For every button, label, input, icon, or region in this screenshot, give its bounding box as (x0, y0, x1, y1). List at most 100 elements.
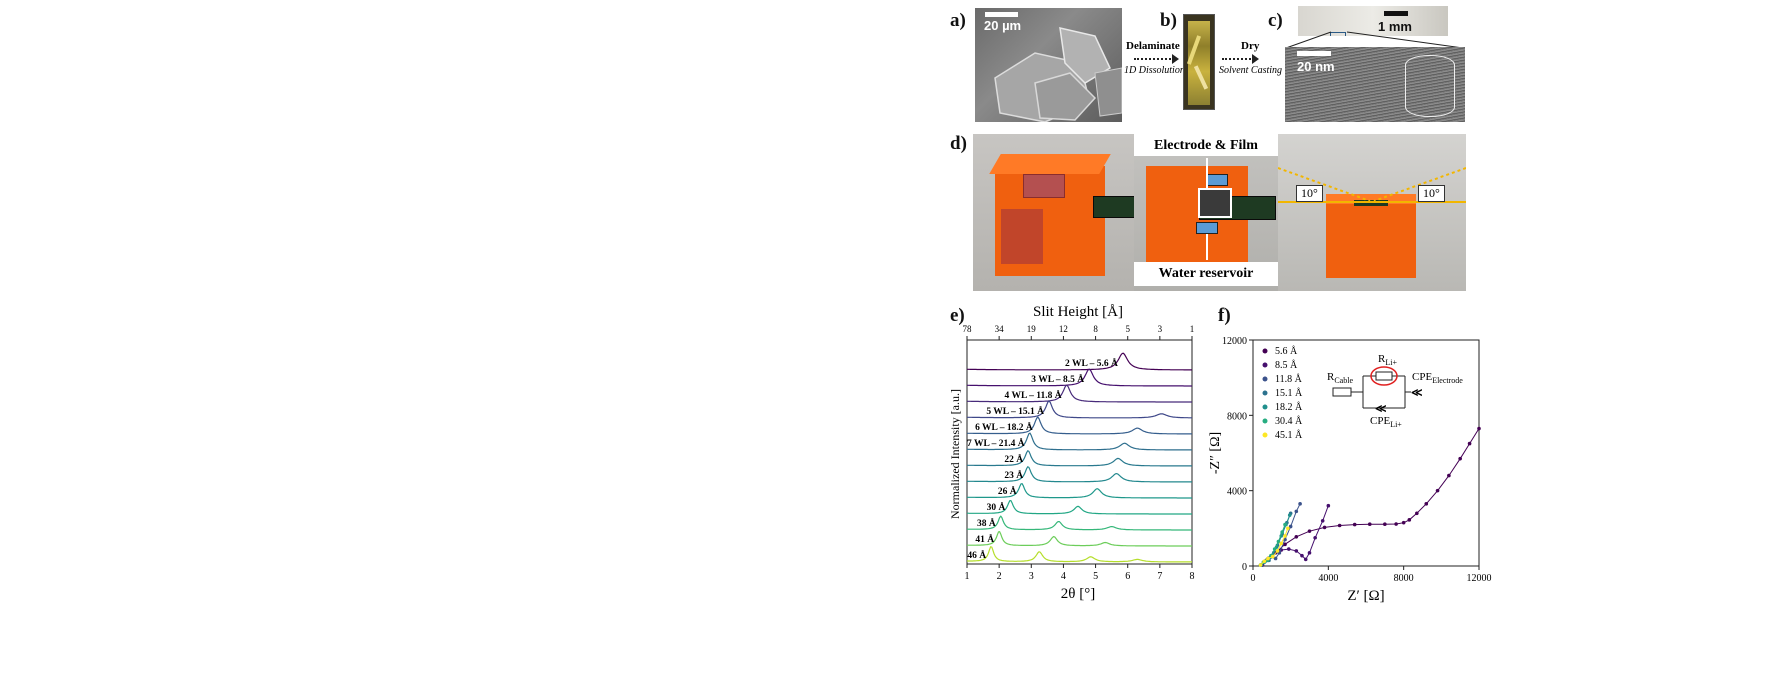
eis-point (1300, 553, 1304, 558)
eis-point (1294, 549, 1299, 553)
angle-label-left: 10° (1296, 185, 1323, 202)
xrd-curve (967, 515, 1192, 531)
panel-label-f: f) (1218, 305, 1231, 326)
eis-point (1273, 556, 1278, 561)
reservoir-bottom (1196, 222, 1218, 234)
xrd-curve (967, 466, 1192, 483)
eis-point (1294, 535, 1299, 539)
sem-image: 20 µm (975, 8, 1122, 122)
eis-legend-marker (1262, 348, 1268, 354)
vial-photo (1183, 14, 1215, 110)
xrd-series-label: 26 Å (998, 485, 1017, 497)
angle-label-right: 10° (1418, 185, 1445, 202)
sem-flakes (994, 27, 1122, 122)
eis-legend-marker (1262, 376, 1268, 382)
r-li-resistor (1375, 371, 1393, 381)
eis-series-line (1262, 428, 1480, 566)
eis-plot-frame (1252, 339, 1480, 567)
eis-point (1367, 522, 1372, 526)
xrd-series-label: 2 WL – 5.6 Å (1065, 357, 1118, 369)
xrd-top-tick-label: 78 (963, 324, 973, 334)
eis-x-tick-label: 4000 (1318, 573, 1338, 584)
dotted-arrow-left (1134, 58, 1174, 60)
xrd-curve (967, 531, 1192, 547)
equivalent-circuit: RCable RLi+ ≪ CPELi+ ≪ CPEElectrode (1327, 353, 1463, 429)
zoom-box (1330, 32, 1346, 36)
eis-legend-label: 15.1 Å (1275, 387, 1303, 399)
eis-legend: 5.6 Å8.5 Å11.8 Å15.1 Å18.2 Å30.4 Å45.1 Å (1262, 345, 1303, 441)
eis-point (1266, 556, 1270, 561)
r-cable-label: RCable (1327, 371, 1353, 385)
panel-label-a: a) (950, 10, 966, 31)
reservoir-top (1206, 174, 1228, 186)
scale-bar-label: 20 µm (984, 18, 1022, 33)
dotted-arrow-right (1222, 58, 1254, 60)
eis-point (1467, 441, 1472, 446)
eis-y-tick-label: 8000 (1227, 411, 1247, 422)
film-photo: 1 mm (1298, 6, 1448, 36)
eis-point (1322, 525, 1327, 530)
xrd-top-tick-label: 1 (1190, 324, 1195, 334)
solvent-casting-label: Solvent Casting (1219, 65, 1283, 76)
eis-point (1401, 520, 1406, 525)
eis-y-tick-label: 0 (1242, 562, 1247, 573)
eis-legend-label: 18.2 Å (1275, 401, 1303, 413)
r-li-highlight (1370, 366, 1398, 386)
xrd-series-label: 22 Å (1004, 453, 1023, 465)
eis-point (1270, 554, 1275, 559)
eis-x-axis-label: Z′ [Ω] (1347, 588, 1384, 604)
eis-legend-label: 8.5 Å (1275, 359, 1298, 371)
eis-point (1307, 551, 1312, 555)
eis-point (1258, 563, 1263, 567)
xrd-bottom-tick-label: 1 (965, 571, 970, 582)
xrd-top-axis-title: Slit Height [Å] (1033, 304, 1123, 320)
cell-photo-3: 10° 10° (1278, 134, 1466, 291)
xrd-curve (967, 546, 1192, 563)
xrd-bottom-tick-label: 2 (997, 571, 1002, 582)
eis-point (1288, 524, 1293, 529)
eis-point (1303, 557, 1308, 562)
xrd-bottom-tick-label: 7 (1157, 571, 1162, 582)
eis-legend-label: 5.6 Å (1275, 345, 1298, 357)
xrd-series-label: 7 WL – 21.4 Å (967, 437, 1025, 449)
xrd-curve (967, 450, 1192, 467)
eis-point (1283, 534, 1287, 538)
eis-legend-marker (1262, 432, 1268, 438)
xrd-plot-frame (966, 339, 1193, 565)
arrowhead-right (1252, 54, 1259, 64)
xrd-bottom-tick-label: 4 (1061, 571, 1066, 582)
xrd-curve (967, 499, 1192, 515)
eis-point (1477, 426, 1481, 431)
pointer-line-top (1206, 158, 1208, 190)
xrd-series-label: 3 WL – 8.5 Å (1031, 373, 1084, 385)
eis-legend-label: 11.8 Å (1275, 373, 1303, 385)
eis-x-tick-label: 8000 (1394, 573, 1414, 584)
xrd-bottom-tick-label: 8 (1190, 571, 1195, 582)
tem-scale-bar (1297, 51, 1331, 56)
xrd-series-label: 23 Å (1004, 469, 1023, 481)
tem-image: 20 nm (1285, 47, 1465, 122)
eis-point (1294, 509, 1299, 514)
xrd-curve (967, 432, 1192, 451)
zoom-lines (1285, 31, 1464, 49)
eis-point (1394, 522, 1398, 526)
horizon-line (1278, 201, 1466, 203)
xrd-top-tick-label: 3 (1158, 324, 1163, 334)
eis-point (1283, 522, 1287, 527)
cell-photo-2: Electrode & Film Water reservoir (1134, 134, 1278, 291)
xrd-bottom-tick-label: 6 (1125, 571, 1130, 582)
beam-lines (1278, 167, 1466, 202)
eis-y-tick-label: 12000 (1222, 336, 1247, 347)
xrd-curve (967, 352, 1192, 371)
eis-point (1276, 539, 1281, 544)
delaminate-label: Delaminate (1126, 40, 1180, 52)
eis-legend-label: 45.1 Å (1275, 429, 1303, 441)
tem-magnifier (1405, 55, 1455, 117)
eis-point (1287, 513, 1292, 517)
xrd-curve (967, 384, 1192, 403)
eis-legend-marker (1262, 418, 1268, 424)
eis-point (1262, 559, 1267, 564)
